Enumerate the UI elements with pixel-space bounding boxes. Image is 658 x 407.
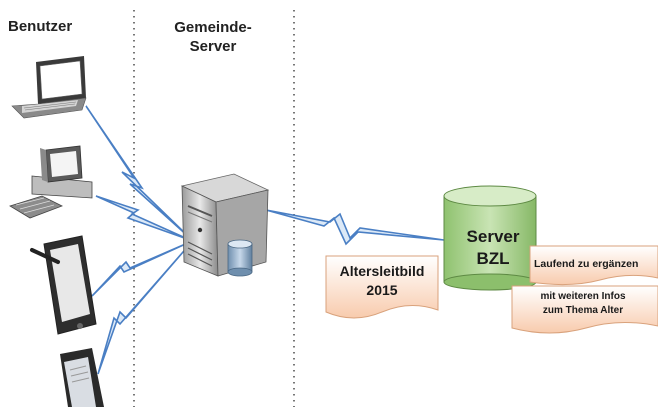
- altersleitbild-label-line1: Altersleitbild: [339, 263, 425, 279]
- infos-label-line2: zum Thema Alter: [542, 305, 624, 316]
- column-label-server: Gemeinde- Server: [160, 18, 266, 56]
- infos-label: mit weiteren Infos zum Thema Alter: [510, 290, 656, 318]
- link-tablet: [91, 241, 191, 297]
- smartphone-icon: [60, 348, 104, 407]
- bzl-server-label-line2: BZL: [476, 249, 510, 268]
- infos-document: [511, 285, 658, 334]
- altersleitbild-label-line2: 2015: [366, 282, 398, 298]
- desktop-pc-icon: [9, 145, 93, 219]
- bzl-server-label: Server BZL: [440, 226, 546, 270]
- tablet-icon: [30, 235, 97, 335]
- server-tower-icon: [180, 173, 270, 277]
- link-desktop: [95, 195, 191, 241]
- altersleitbild-document: [325, 255, 439, 319]
- column-label-server-line1: Gemeinde-: [174, 19, 252, 36]
- laufend-label: Laufend zu ergänzen: [534, 258, 639, 270]
- bzl-server-label-line1: Server: [466, 227, 520, 246]
- altersleitbild-label: Altersleitbild 2015: [332, 262, 432, 300]
- laufend-document: [529, 245, 658, 286]
- column-label-user: Benutzer: [8, 18, 73, 35]
- infos-label-line1: mit weiteren Infos: [540, 291, 626, 302]
- database-icon: [227, 239, 253, 277]
- column-label-server-line2: Server: [189, 38, 237, 55]
- bzl-server-cylinder: [443, 185, 537, 291]
- laptop-icon: [11, 56, 87, 119]
- link-bzl: [265, 209, 445, 246]
